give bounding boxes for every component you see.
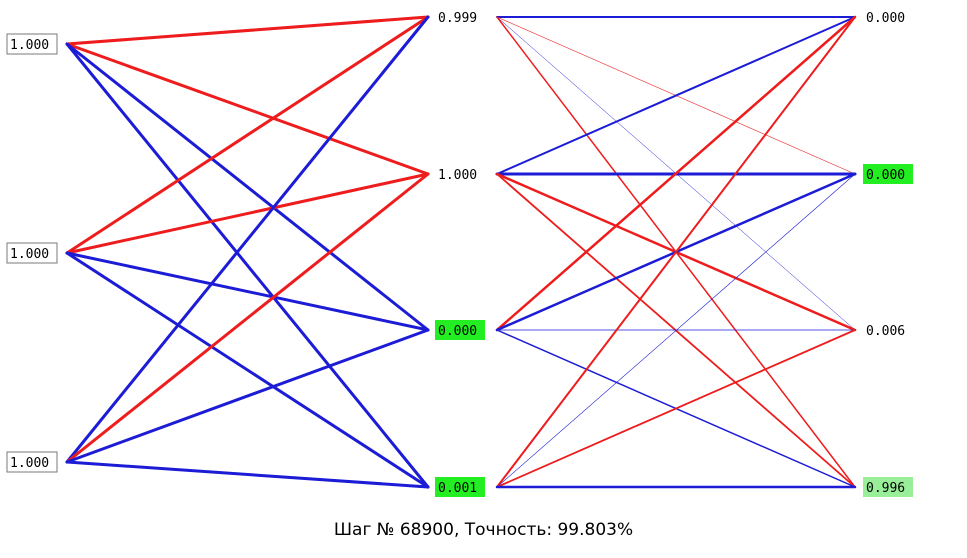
output-node-3-value: 0.006 xyxy=(866,324,905,339)
output-node-4-highlight xyxy=(863,477,913,497)
weight-hidden-3-output-1 xyxy=(495,15,857,332)
output-node-4: 0.996 xyxy=(863,477,913,497)
input-node-3: 1.000 xyxy=(6,451,58,473)
weight-input-3-hidden-1 xyxy=(65,15,430,464)
weight-input-1-hidden-4 xyxy=(65,42,430,489)
hidden-node-1-value: 0.999 xyxy=(438,11,477,26)
hidden-node-2: 1.000 xyxy=(438,168,477,183)
node-layer: 1.000 1.000 1.000 0.999 1.000 0.000 0.001 0.000… xyxy=(6,11,913,497)
weight-input-2-hidden-2 xyxy=(65,172,430,255)
training-status: Шаг № 68900, Точность: 99.803% xyxy=(333,520,634,540)
input-node-3-value: 1.000 xyxy=(10,456,49,471)
input-node-1-value: 1.000 xyxy=(10,38,49,53)
output-node-2: 0.000 xyxy=(863,164,913,184)
weight-hidden-4-output-1 xyxy=(496,16,856,488)
hidden-node-1: 0.999 xyxy=(438,11,477,26)
output-node-3: 0.006 xyxy=(866,324,905,339)
hidden-node-4-value: 0.001 xyxy=(438,481,477,496)
neural-network-diagram: 1.000 1.000 1.000 0.999 1.000 0.000 0.001 0.000… xyxy=(6,11,913,497)
weight-input-2-hidden-4 xyxy=(65,251,430,489)
connection-layer xyxy=(65,15,857,489)
hidden-node-4-highlight xyxy=(435,477,485,497)
hidden-node-3-value: 0.000 xyxy=(438,324,477,339)
output-node-2-value: 0.000 xyxy=(866,168,905,183)
hidden-node-4: 0.001 xyxy=(435,477,485,497)
hidden-node-2-value: 1.000 xyxy=(438,168,477,183)
weight-input-3-hidden-4 xyxy=(65,460,430,489)
weight-input-1-hidden-2 xyxy=(65,42,430,176)
input-node-2-box xyxy=(6,242,58,264)
weight-hidden-2-output-1 xyxy=(496,16,856,175)
weight-hidden-4-output-2 xyxy=(496,173,856,488)
output-node-2-highlight xyxy=(863,164,913,184)
output-node-1: 0.000 xyxy=(866,11,905,26)
input-node-2-value: 1.000 xyxy=(10,247,49,262)
weight-input-1-hidden-1 xyxy=(65,15,430,46)
weight-input-2-hidden-1 xyxy=(65,15,430,255)
input-node-1-box xyxy=(6,33,58,55)
weight-input-3-hidden-3 xyxy=(65,328,430,464)
hidden-node-3: 0.000 xyxy=(435,320,485,340)
output-node-1-value: 0.000 xyxy=(866,11,905,26)
input-node-1: 1.000 xyxy=(6,33,58,55)
input-node-3-box xyxy=(6,451,58,473)
weight-input-2-hidden-3 xyxy=(65,251,430,332)
weight-input-3-hidden-2 xyxy=(65,172,430,464)
weight-hidden-4-output-3 xyxy=(496,329,856,488)
weight-input-1-hidden-3 xyxy=(65,42,430,332)
input-node-2: 1.000 xyxy=(6,242,58,264)
hidden-node-3-highlight xyxy=(435,320,485,340)
output-node-4-value: 0.996 xyxy=(866,481,905,496)
